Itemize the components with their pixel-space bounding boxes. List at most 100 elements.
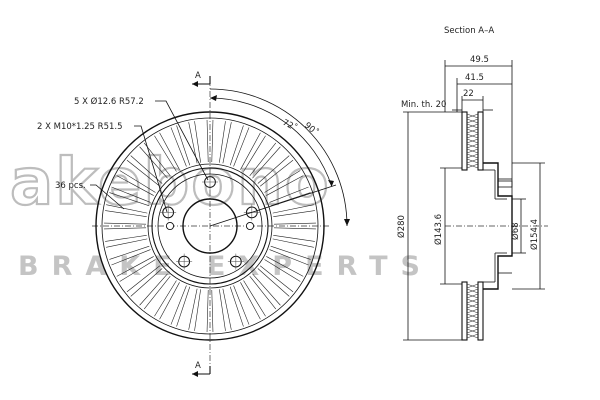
bolt-holes-leader	[155, 100, 209, 181]
thread-hole	[245, 221, 255, 231]
vane-line	[273, 235, 315, 242]
vane-line	[270, 192, 311, 207]
vane-line	[194, 289, 201, 331]
vane-line	[159, 282, 180, 320]
section-label-top: A	[195, 71, 201, 81]
vane-line	[219, 121, 226, 163]
thread-holes-leader	[134, 125, 168, 213]
vane-line	[269, 249, 309, 266]
vane-line	[240, 282, 261, 320]
vane-line	[104, 227, 147, 230]
thread-holes-label: 2 X M10*1.25 R51.5	[37, 122, 123, 132]
vane-line	[176, 125, 191, 166]
vane-line	[233, 127, 250, 167]
vane-line	[170, 285, 187, 325]
section-title: Section A–A	[444, 26, 494, 36]
vane-line	[104, 222, 147, 225]
vane-line	[266, 256, 304, 277]
vane-line	[233, 285, 250, 325]
vane-line	[119, 259, 156, 282]
vane-line	[154, 280, 177, 317]
dim-dia-68: Ø68	[510, 222, 521, 240]
vanes-leader	[90, 184, 125, 210]
vane-line	[194, 121, 201, 163]
vane-line	[257, 155, 290, 184]
vane-line	[109, 192, 150, 207]
vane-line	[266, 175, 304, 196]
vane-line	[206, 289, 209, 332]
vane-line	[126, 159, 161, 187]
dim-dia-143-6: Ø143.6	[433, 214, 444, 245]
vane-line	[257, 268, 290, 297]
angle-90-label: 90˚	[302, 120, 321, 138]
vane-line	[273, 210, 315, 217]
vane-line	[109, 245, 150, 260]
vane-line	[219, 289, 226, 331]
vane-line	[139, 273, 168, 306]
disc-outer-edge	[95, 111, 325, 341]
angle-72-ray	[209, 184, 337, 227]
vane-line	[243, 280, 266, 317]
front-view: A A 72˚ 90˚ 5 X Ø12.6 R57.2 2 X M10*1.25…	[37, 71, 350, 377]
vane-line	[270, 245, 311, 260]
vane-line	[240, 132, 261, 170]
cooling-vanes	[104, 120, 316, 332]
vane-line	[106, 238, 148, 248]
bolt-holes-label: 5 X Ø12.6 R57.2	[74, 96, 144, 107]
section-arrow-top: A	[192, 71, 211, 87]
vane-line	[119, 170, 156, 193]
vane-line	[139, 146, 168, 179]
diameter-dimensions: Ø280 Ø143.6 Ø68 Ø154.4	[396, 111, 545, 341]
friction-ring-inner-edge	[147, 163, 273, 289]
section-label-bottom: A	[195, 361, 201, 371]
vane-line	[159, 132, 180, 170]
dim-41-5: 41.5	[465, 73, 484, 83]
vane-line	[264, 170, 301, 193]
vane-line	[252, 273, 281, 306]
vane-line	[116, 256, 154, 277]
vane-line	[170, 127, 187, 167]
vane-line	[264, 259, 301, 282]
dim-dia-280: Ø280	[396, 215, 407, 238]
vane-line	[211, 120, 214, 163]
vane-line	[272, 204, 314, 214]
vane-line	[188, 288, 198, 330]
vane-line	[111, 186, 151, 203]
vane-line	[243, 135, 266, 172]
vane-line	[222, 122, 232, 164]
vane-line	[249, 275, 277, 310]
min-thickness-label: Min. th. 20	[401, 100, 446, 110]
dim-dia-154-4: Ø154.4	[529, 219, 540, 250]
vane-line	[154, 135, 177, 172]
thread-hole	[165, 221, 175, 231]
width-dimensions: 49.5 41.5 22 Min. th. 20	[401, 55, 513, 196]
vane-line	[273, 222, 316, 225]
vanes-count-label: 36 pcs.	[55, 181, 86, 191]
vane-line	[126, 265, 161, 293]
vane-line	[143, 275, 171, 310]
vane-line	[130, 268, 163, 297]
bolt-holes	[160, 174, 260, 270]
vane-line	[105, 210, 147, 217]
dim-49-5: 49.5	[470, 55, 489, 65]
vane-line	[211, 289, 214, 332]
vane-line	[206, 120, 209, 163]
vane-line	[106, 204, 148, 214]
hat-outer-edge	[151, 167, 269, 285]
hat-profile	[483, 162, 513, 290]
vane-line	[273, 227, 316, 230]
vane-line	[116, 175, 154, 196]
vane-line	[229, 286, 244, 327]
vane-line	[252, 146, 281, 179]
vane-line	[222, 288, 232, 330]
vane-line	[259, 159, 294, 187]
rotor-cross-section	[461, 111, 513, 341]
vane-line	[176, 286, 191, 327]
disc-outer-inner-edge	[101, 117, 319, 335]
vane-line	[272, 238, 314, 248]
vane-line	[105, 235, 147, 242]
watermark: akebono BRAKE EXPERTS	[9, 145, 420, 282]
vane-line	[259, 265, 294, 293]
section-arrow-bottom: A	[192, 361, 211, 377]
